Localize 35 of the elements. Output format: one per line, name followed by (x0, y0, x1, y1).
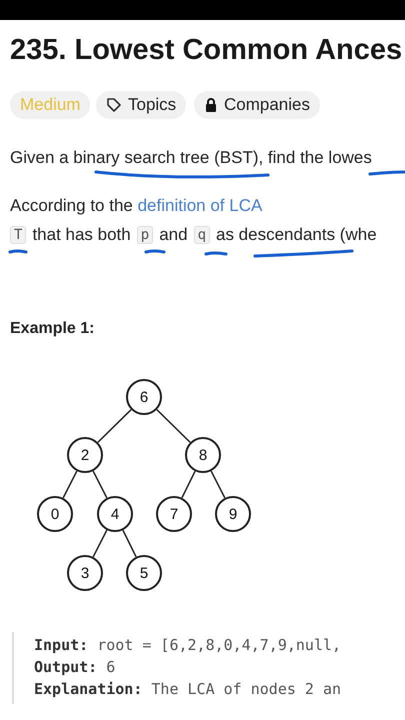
description-text: Given a binary search tree (BST), find the lowes (10, 148, 372, 168)
tree-node: 4 (97, 496, 133, 532)
top-bar (0, 0, 405, 20)
tree-node: 6 (126, 379, 162, 415)
description-text: According to the (10, 196, 134, 215)
companies-label: Companies (224, 94, 310, 116)
tree-node: 0 (37, 496, 73, 532)
tree-node: 9 (215, 496, 251, 532)
tree-edge (97, 409, 132, 443)
inline-code: T (10, 226, 26, 244)
tree-edge (210, 470, 226, 498)
description-text: as descendants (whe (216, 225, 377, 245)
code-line: Input: root = [6,2,8,0,4,7,9,null, (34, 636, 342, 654)
tree-edge (156, 409, 191, 443)
link: definition of LCA (138, 196, 262, 215)
tree-edge (92, 530, 108, 558)
description-text: and (159, 225, 188, 245)
tree-edge (92, 470, 108, 498)
page-title: 235. Lowest Common Ances (10, 34, 402, 67)
difficulty-tag: Medium (10, 91, 90, 119)
tree-node: 3 (67, 555, 103, 591)
tree-node: 5 (126, 555, 162, 591)
example-heading: Example 1: (10, 320, 94, 338)
tree-node: 7 (156, 496, 192, 532)
tree-node: 8 (185, 437, 221, 473)
tree-edge (181, 470, 196, 498)
code-line: Explanation: The LCA of nodes 2 an (34, 680, 342, 698)
code-line: Output: 6 (34, 658, 116, 676)
topics-label: Topics (128, 94, 176, 116)
inline-code: q (194, 226, 210, 244)
inline-code: p (136, 226, 154, 244)
description-text: that has both (32, 225, 131, 245)
tree-node: 2 (67, 437, 103, 473)
tree-edge (62, 470, 78, 498)
tree-edge (122, 530, 137, 558)
